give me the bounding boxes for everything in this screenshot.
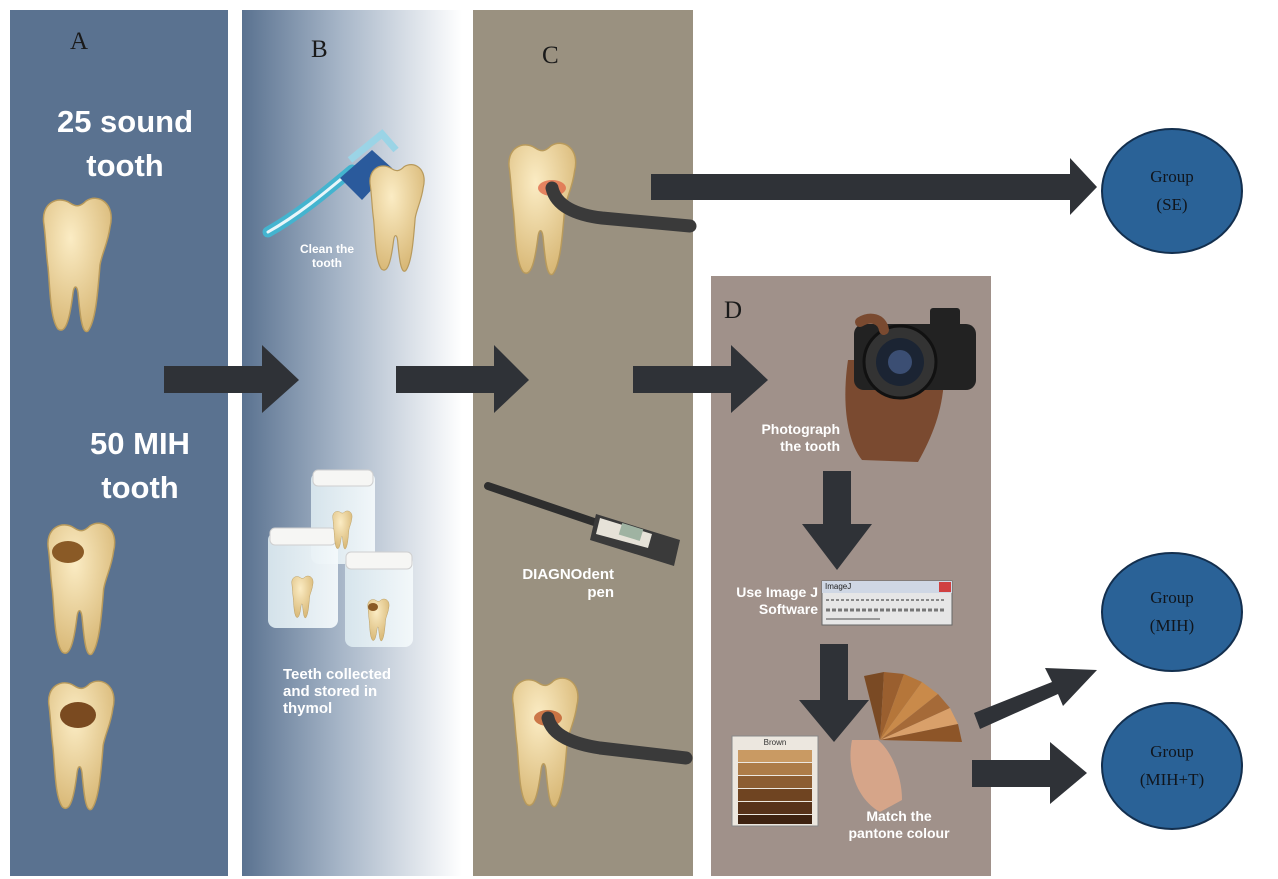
collect-caption-line-1: Teeth collected (283, 666, 433, 683)
imagej-caption-line-1: Use Image J (718, 584, 818, 601)
sound-label-line-2: tooth (40, 144, 210, 188)
group-se-label: Group (1150, 163, 1193, 191)
mih-tooth-image-2 (49, 681, 114, 809)
diagnodent-caption-line-2: pen (496, 584, 614, 602)
mih-tooth-label: 50 MIH tooth (70, 422, 210, 510)
arrow-c-to-d (633, 345, 768, 413)
arrow-c-to-se (651, 158, 1097, 215)
group-mih-label: Group (1150, 584, 1193, 612)
panel-b-letter: B (311, 36, 328, 64)
match-caption-line-1: Match the (834, 808, 964, 825)
clean-caption-line-1: Clean the (286, 242, 368, 256)
diagnodent-caption-line-1: DIAGNOdent (496, 566, 614, 584)
group-se-node: Group (SE) (1101, 128, 1243, 254)
clean-tooth-image (370, 165, 424, 272)
group-mih-code: (MIH) (1150, 612, 1194, 640)
arrow-b-to-c (396, 345, 529, 413)
mih-label-line-2: tooth (70, 466, 210, 510)
collect-caption-line-3: thymol (283, 700, 433, 717)
panel-c-letter: C (542, 42, 559, 70)
pantone-fan-image (850, 672, 962, 812)
group-mih-t-label: Group (1150, 738, 1193, 766)
clean-caption-line-2: tooth (286, 256, 368, 270)
diagnodent-device-image (488, 486, 680, 566)
sound-tooth-label: 25 sound tooth (40, 100, 210, 188)
collect-caption-line-2: and stored in (283, 683, 433, 700)
group-mih-node: Group (MIH) (1101, 552, 1243, 672)
sound-label-line-1: 25 sound (40, 100, 210, 144)
panel-a-letter: A (70, 28, 88, 56)
clean-caption: Clean the tooth (286, 242, 368, 270)
mih-lesion-2 (60, 702, 96, 728)
photograph-caption-line-2: the tooth (736, 438, 840, 455)
mih-tooth-image-1 (48, 523, 115, 654)
group-mih-t-node: Group (MIH+T) (1101, 702, 1243, 830)
diagnodent-caption: DIAGNOdent pen (496, 566, 614, 602)
sound-tooth-image (43, 198, 111, 331)
panel-d-letter: D (724, 297, 742, 325)
group-se-code: (SE) (1156, 191, 1187, 219)
group-mih-t-code: (MIH+T) (1140, 766, 1204, 794)
mih-label-line-1: 50 MIH (70, 422, 210, 466)
match-caption: Match the pantone colour (834, 808, 964, 842)
arrow-photo-to-imagej (802, 471, 872, 570)
imagej-caption-line-2: Software (718, 601, 818, 618)
arrow-d-to-mih-t (972, 742, 1087, 804)
imagej-window-title: ImageJ (825, 582, 851, 591)
arrow-d-to-mih (974, 668, 1097, 729)
collect-caption: Teeth collected and stored in thymol (283, 666, 433, 717)
colour-chart-title: Brown (732, 738, 818, 747)
photograph-caption: Photograph the tooth (736, 421, 840, 455)
thymol-jars-image (268, 470, 413, 647)
imagej-caption: Use Image J Software (718, 584, 818, 618)
arrow-a-to-b (164, 345, 299, 413)
mih-lesion-1 (52, 541, 84, 563)
camera-image (845, 308, 976, 462)
arrow-imagej-to-match (799, 644, 869, 742)
match-caption-line-2: pantone colour (834, 825, 964, 842)
brown-colour-chart-image (732, 736, 818, 826)
photograph-caption-line-1: Photograph (736, 421, 840, 438)
